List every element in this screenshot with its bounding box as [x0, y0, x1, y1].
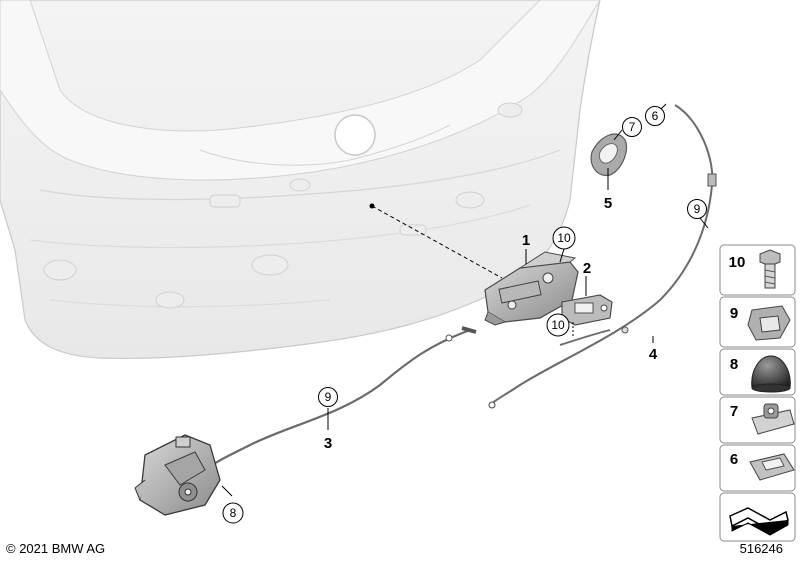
bolt-icon [759, 249, 781, 289]
copyright-text: © 2021 BMW AG [6, 541, 105, 556]
callout-6-label: 6 [652, 109, 659, 123]
tailgate-panel [0, 0, 601, 360]
rubber-buffer-icon [751, 355, 791, 393]
cable-clip-icon [747, 305, 791, 341]
leader-8 [221, 485, 233, 497]
callout-2-label: 2 [583, 260, 591, 277]
callout-7: 7 [622, 117, 642, 137]
callout-10b: 10 [546, 313, 570, 337]
cable-4 [488, 104, 717, 409]
shim-icon [729, 507, 789, 536]
callout-9a-label: 9 [325, 390, 332, 404]
callout-6: 6 [645, 106, 665, 126]
callout-8-label: 8 [230, 506, 237, 520]
legend-6-label: 6 [730, 451, 738, 468]
bracket-part-5 [590, 133, 628, 177]
callout-7-label: 7 [629, 120, 636, 134]
callout-9b-label: 9 [694, 202, 701, 216]
leader-10a [559, 248, 565, 263]
leader-7 [613, 129, 623, 141]
cable-3 [204, 326, 477, 471]
legend-8-label: 8 [730, 356, 738, 373]
callout-10b-label: 10 [551, 318, 565, 332]
callout-10a: 10 [552, 226, 576, 250]
callout-4-label: 4 [649, 346, 658, 363]
callout-5-label: 5 [604, 195, 612, 212]
callout-8: 8 [222, 502, 244, 524]
diagram-number: 516246 [740, 541, 783, 556]
lock-part-1 [484, 251, 579, 326]
bracket-part-2 [561, 294, 613, 326]
callout-9a: 9 [318, 387, 338, 407]
callout-3-label: 3 [324, 435, 332, 452]
callout-9b: 9 [687, 199, 707, 219]
clip-nut-icon [751, 403, 795, 435]
legend-10-label: 10 [729, 254, 746, 271]
drive-unit [134, 434, 221, 516]
leader-9b [699, 217, 709, 229]
legend-7-label: 7 [730, 403, 738, 420]
legend-9-label: 9 [730, 305, 738, 322]
retainer-clip-icon [749, 453, 795, 481]
leader-line-lock [371, 205, 503, 279]
legend-panel: 10 9 8 7 6 [719, 244, 796, 542]
callout-1-label: 1 [522, 232, 530, 249]
callout-10a-label: 10 [557, 231, 571, 245]
